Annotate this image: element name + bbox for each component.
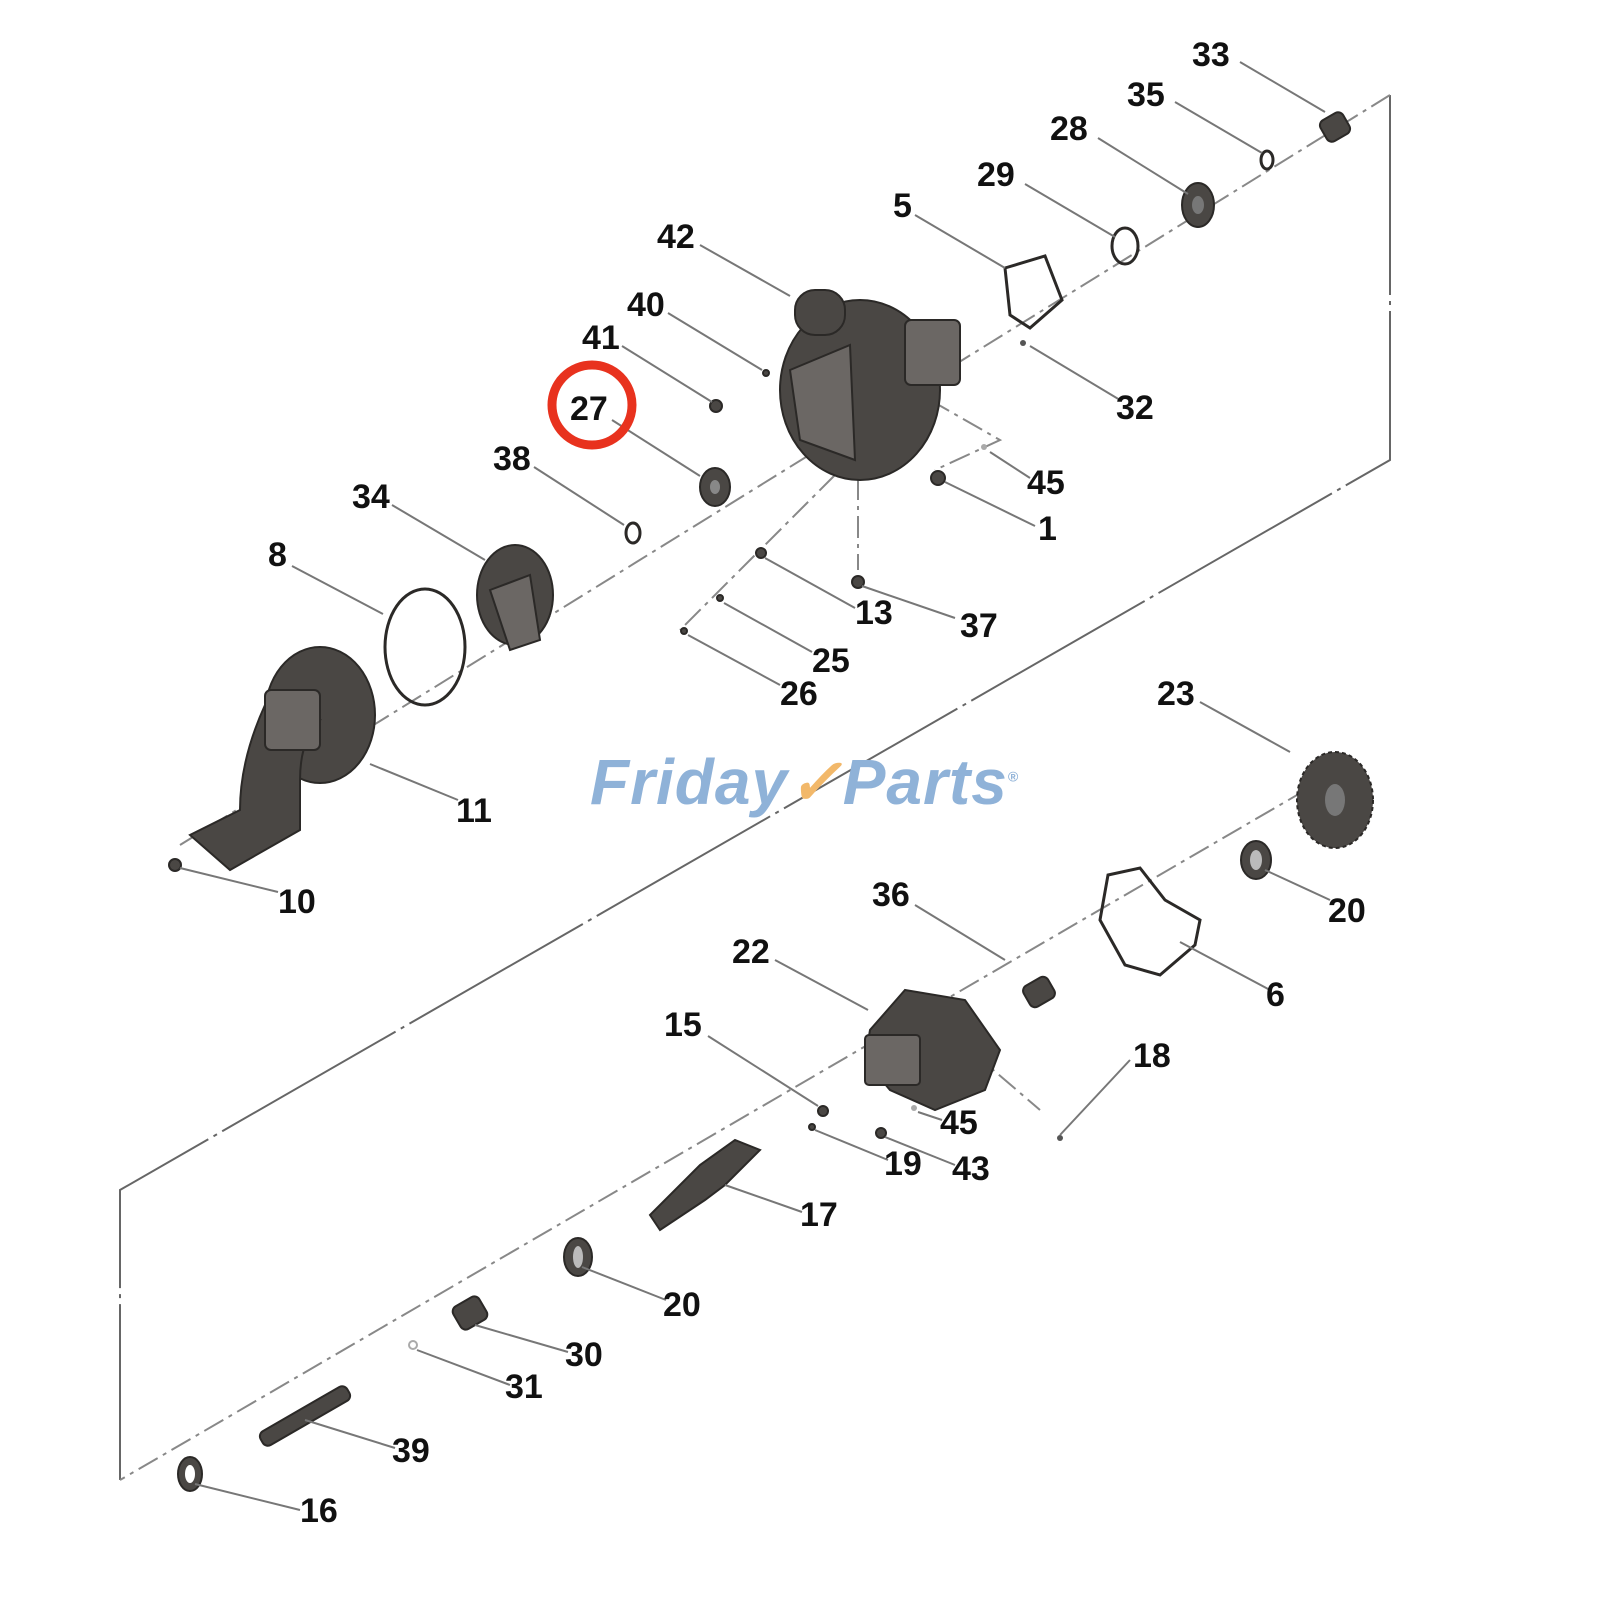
part-42-pump-housing (779, 289, 961, 481)
part-22-bearing-housing (863, 988, 1002, 1112)
callout-27[interactable]: 27 (570, 390, 608, 428)
callout-30[interactable]: 30 (565, 1336, 603, 1374)
part-40-plug (762, 369, 770, 377)
callout-16[interactable]: 16 (300, 1492, 338, 1530)
leader-lines (179, 61, 1331, 1511)
part-45-washer (981, 444, 987, 450)
callout-31[interactable]: 31 (505, 1368, 543, 1406)
part-20-bore-upper (1250, 850, 1262, 870)
callout-18[interactable]: 18 (1133, 1037, 1171, 1075)
callout-19[interactable]: 19 (884, 1145, 922, 1183)
callout-36[interactable]: 36 (872, 876, 910, 914)
part-39-shaft (258, 1385, 352, 1447)
callout-34[interactable]: 34 (352, 478, 390, 516)
part-45-washer-lower (911, 1105, 917, 1111)
watermark-check-icon: ✓ (788, 746, 843, 818)
part-32-pin (1020, 340, 1026, 346)
callout-20-lower[interactable]: 20 (663, 1286, 701, 1324)
callout-37[interactable]: 37 (960, 607, 998, 645)
drain-axis (679, 474, 836, 631)
part-25-fitting (716, 594, 724, 602)
callout-6[interactable]: 6 (1266, 976, 1285, 1014)
callout-33[interactable]: 33 (1192, 36, 1230, 74)
part-20-bore-lower (573, 1246, 583, 1268)
part-10-bolt (168, 858, 182, 872)
callout-29[interactable]: 29 (977, 156, 1015, 194)
watermark-friday: Friday (590, 746, 789, 818)
callout-41[interactable]: 41 (582, 319, 620, 357)
part-28-bore (1192, 196, 1204, 214)
callout-23[interactable]: 23 (1157, 675, 1195, 713)
watermark-registered: ® (1007, 768, 1020, 785)
callout-28[interactable]: 28 (1050, 110, 1088, 148)
bolt-axis (929, 399, 1003, 471)
callout-8[interactable]: 8 (268, 536, 287, 574)
callout-15[interactable]: 15 (664, 1006, 702, 1044)
callout-40[interactable]: 40 (627, 286, 665, 324)
callout-1[interactable]: 1 (1038, 510, 1057, 548)
part-33-bushing (1318, 111, 1352, 143)
part-5-gasket (1003, 254, 1064, 330)
part-38-ring (624, 521, 642, 545)
callout-22[interactable]: 22 (732, 933, 770, 971)
part-6-gasket (1098, 866, 1202, 977)
fridayparts-watermark: Friday✓Parts® (590, 745, 1019, 820)
lower-axis (119, 769, 1341, 1481)
part-1-bolt (930, 470, 946, 486)
callout-45-lower[interactable]: 45 (940, 1104, 978, 1142)
part-15-plug (817, 1105, 829, 1117)
callout-26[interactable]: 26 (780, 675, 818, 713)
callout-32[interactable]: 32 (1116, 389, 1154, 427)
callout-38[interactable]: 38 (493, 440, 531, 478)
callout-25[interactable]: 25 (812, 642, 850, 680)
callout-13[interactable]: 13 (855, 594, 893, 632)
callout-42[interactable]: 42 (657, 218, 695, 256)
part-8-oring (383, 587, 467, 707)
part-31-oring (408, 1340, 418, 1350)
callout-45[interactable]: 45 (1027, 464, 1065, 502)
callout-20-upper[interactable]: 20 (1328, 892, 1366, 930)
part-18-pin (1057, 1135, 1063, 1141)
part-41-plug (709, 399, 723, 413)
part-30-bushing (451, 1295, 489, 1331)
callout-35[interactable]: 35 (1127, 76, 1165, 114)
part-36-bushing (1022, 975, 1056, 1009)
assembly-frame-line (119, 95, 1391, 1480)
part-13-plug (755, 547, 767, 559)
part-37-plug (851, 575, 865, 589)
callout-17[interactable]: 17 (800, 1196, 838, 1234)
callout-labels: 33 35 28 29 5 42 40 41 27 38 34 8 32 45 … (268, 36, 1366, 1530)
callout-10[interactable]: 10 (278, 883, 316, 921)
callout-43[interactable]: 43 (952, 1150, 990, 1188)
part-23-gear (1296, 751, 1374, 849)
part-29-gasket (1110, 226, 1140, 266)
part-11-volute (188, 646, 376, 872)
callout-5[interactable]: 5 (893, 187, 912, 225)
part-16-bore (185, 1465, 195, 1483)
part-17-shaft (648, 1138, 762, 1232)
part-27-bore (710, 480, 720, 494)
part-34-impeller (476, 544, 554, 652)
part-35-oring (1259, 149, 1275, 171)
part-26-fitting (680, 627, 688, 635)
highlight-circle (547, 360, 637, 450)
part-19-pin (808, 1123, 816, 1131)
watermark-parts: Parts (842, 746, 1008, 818)
callout-11[interactable]: 11 (456, 792, 492, 830)
callout-39[interactable]: 39 (392, 1432, 430, 1470)
part-43-bolt (875, 1127, 887, 1139)
